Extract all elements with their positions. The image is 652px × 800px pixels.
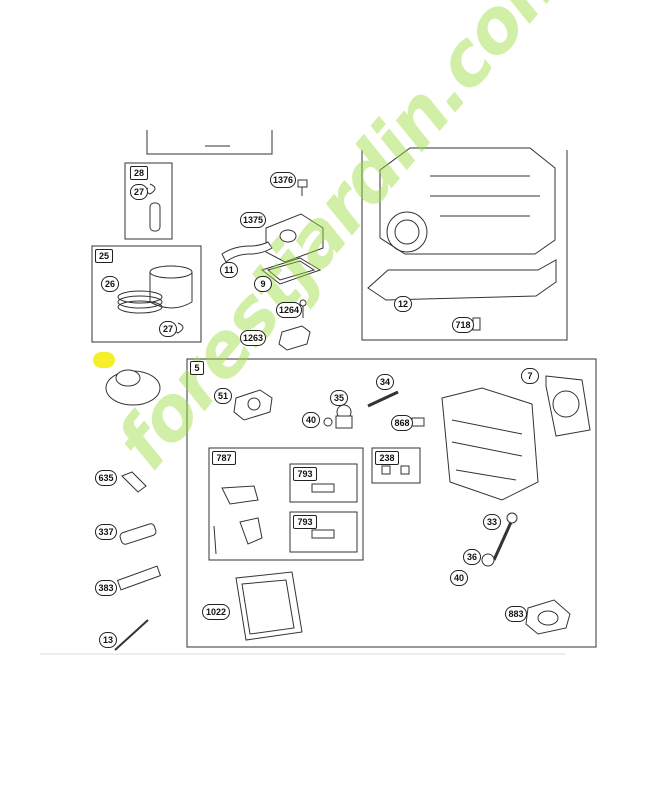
part-label-35: 35 — [330, 390, 348, 406]
part-label-793: 793 — [293, 515, 317, 529]
group-5-box — [186, 358, 597, 648]
gasket-9-part — [260, 257, 322, 285]
block-frame — [361, 150, 568, 341]
part-label-1376: 1376 — [270, 172, 296, 188]
part-label-5: 5 — [190, 361, 204, 375]
top-group-box — [146, 130, 273, 155]
group-793a-box — [289, 463, 358, 503]
part-label-25: 25 — [95, 249, 113, 263]
breather-tube-part — [221, 241, 273, 263]
part-label-36: 36 — [463, 549, 481, 565]
part-label-7: 7 — [521, 368, 539, 384]
part-label-34: 34 — [376, 374, 394, 390]
part-label-883: 883 — [505, 606, 527, 622]
piston-rings-part — [117, 290, 163, 314]
part-868 — [411, 417, 425, 427]
part-383 — [116, 565, 162, 591]
valve-34-part — [367, 390, 399, 408]
part-label-383: 383 — [95, 580, 117, 596]
plate-part — [278, 325, 311, 351]
part-label-11: 11 — [220, 262, 238, 278]
block-gasket-part — [367, 259, 557, 301]
head-gasket-part — [545, 375, 591, 437]
valve-33-part — [492, 519, 514, 561]
part-label-787: 787 — [212, 451, 236, 465]
part-label-40: 40 — [302, 412, 320, 428]
part-label-718: 718 — [452, 317, 474, 333]
part-label-868: 868 — [391, 415, 413, 431]
part-label-27: 27 — [130, 184, 148, 200]
part-label-1022: 1022 — [202, 604, 230, 620]
part-label-337: 337 — [95, 524, 117, 540]
part-label-26: 26 — [101, 276, 119, 292]
piston-pin-part — [149, 202, 161, 232]
part-label-33: 33 — [483, 514, 501, 530]
group-25-box — [91, 245, 202, 343]
part-label-51: 51 — [214, 388, 232, 404]
part-label-1375: 1375 — [240, 212, 266, 228]
cylinder-head-part — [441, 387, 539, 501]
governor-shaft-part — [119, 523, 157, 545]
part-label-635: 635 — [95, 470, 117, 486]
group-787-box — [208, 447, 364, 561]
rocker-787-part — [221, 485, 259, 505]
cylinder-block-part — [379, 147, 556, 255]
part-label-40: 40 — [450, 570, 468, 586]
part-label-9: 9 — [254, 276, 272, 292]
group-28-box — [124, 162, 173, 240]
highlight-marker — [93, 352, 115, 368]
part-label-1264: 1264 — [276, 302, 302, 318]
part-label-12: 12 — [394, 296, 412, 312]
fitting-635-part — [121, 471, 147, 493]
part-label-238: 238 — [375, 451, 399, 465]
group-238-box — [371, 447, 421, 484]
part-label-793: 793 — [293, 467, 317, 481]
part-label-27: 27 — [159, 321, 177, 337]
part-label-28: 28 — [130, 166, 148, 180]
valve-cover-gasket-part — [235, 571, 303, 641]
part-label-1263: 1263 — [240, 330, 266, 346]
group-793b-box — [289, 511, 358, 553]
part-label-13: 13 — [99, 632, 117, 648]
